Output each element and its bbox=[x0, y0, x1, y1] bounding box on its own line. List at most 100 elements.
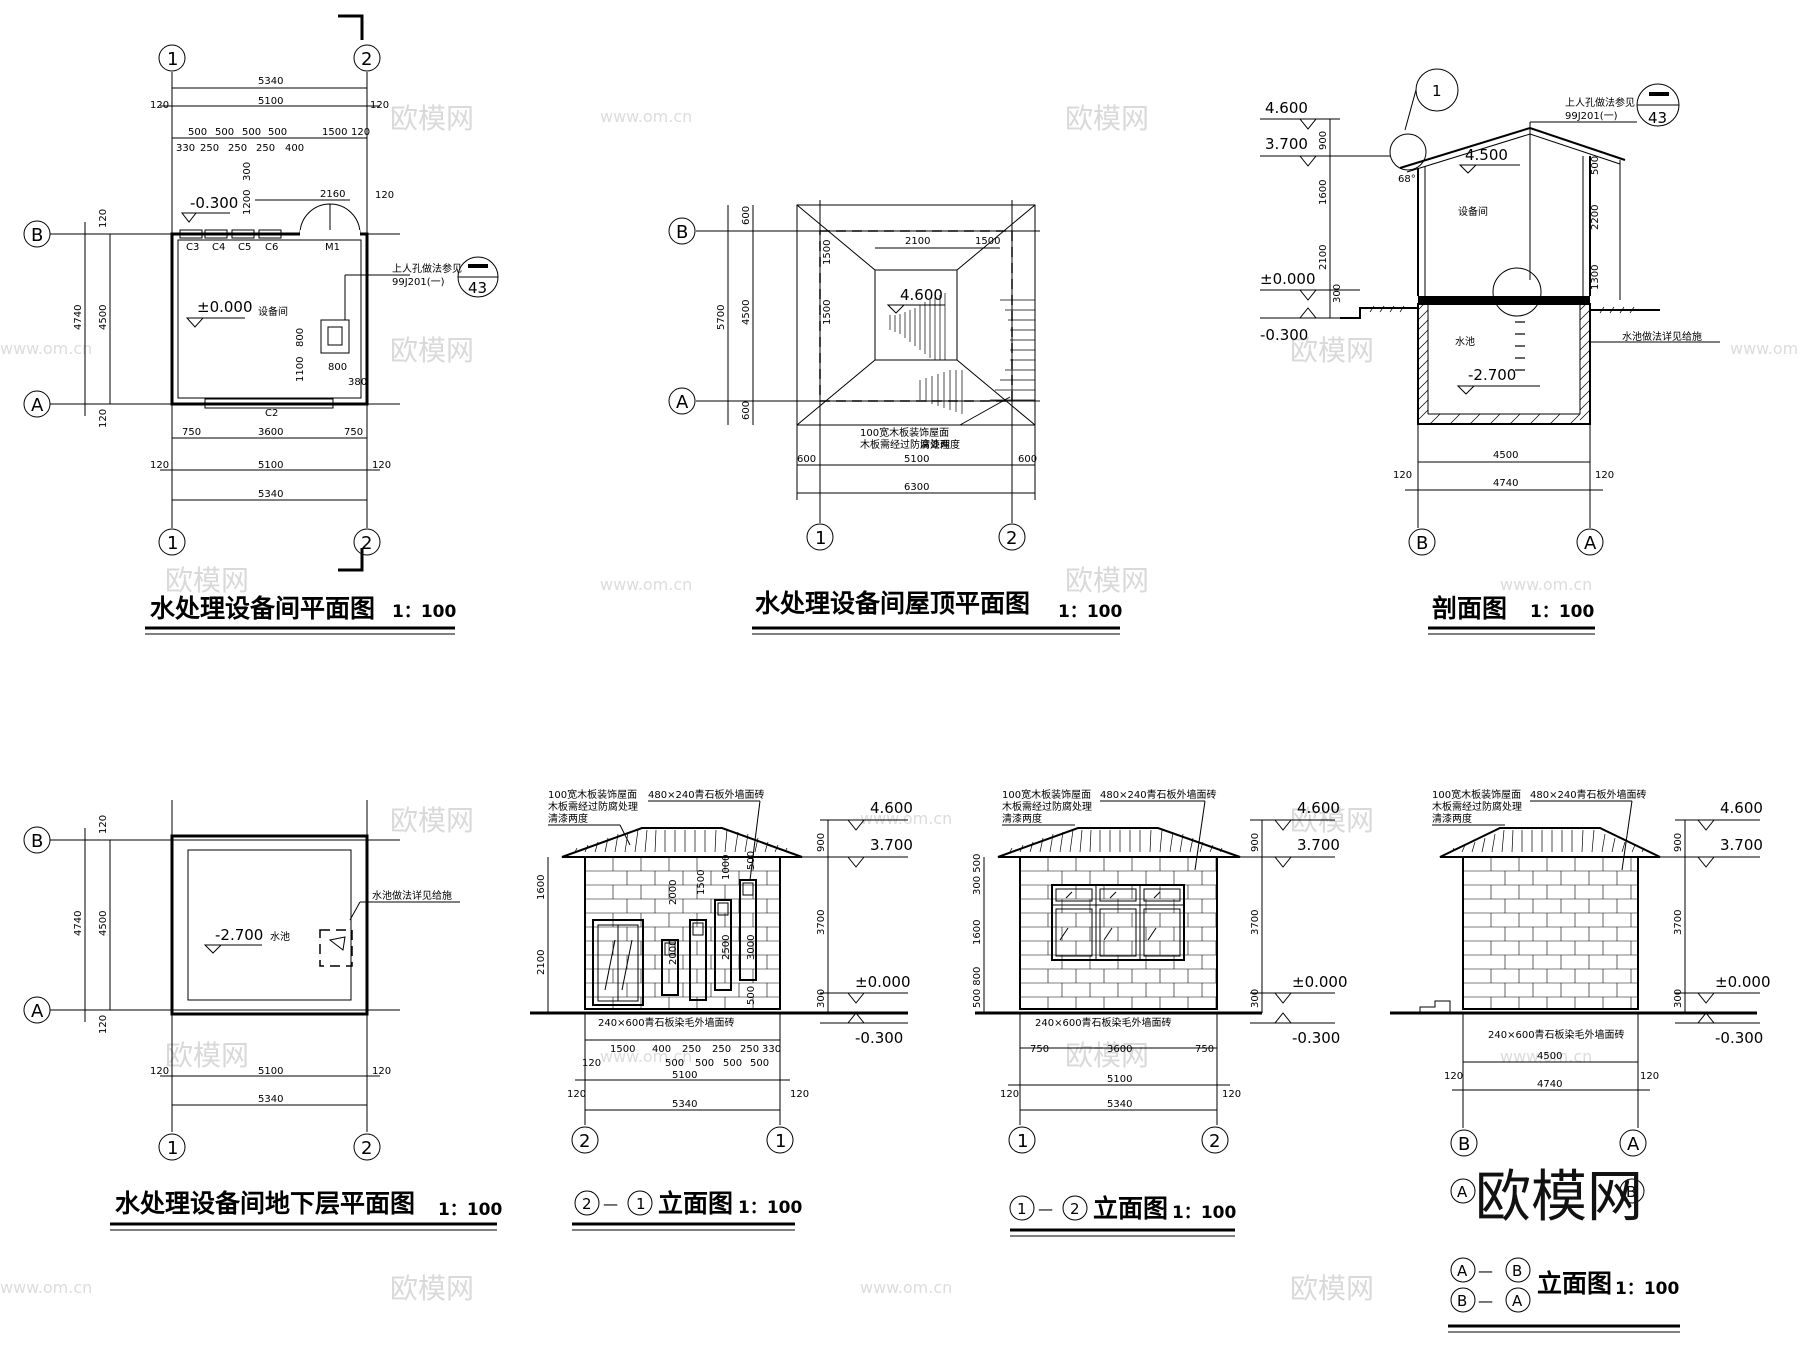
watermark-url: www.om.cn bbox=[860, 809, 952, 828]
dim: 4740 bbox=[73, 911, 84, 936]
dim: 500 bbox=[268, 127, 287, 138]
dim: 380 bbox=[348, 377, 367, 388]
axis-label: 2 bbox=[361, 533, 372, 554]
dim: 250 bbox=[740, 1044, 759, 1055]
dim: 120 bbox=[582, 1058, 601, 1069]
dim: 500 bbox=[242, 127, 261, 138]
window-tag: C4 bbox=[212, 242, 225, 253]
dim: 250 bbox=[712, 1044, 731, 1055]
note: 240×600青石板染毛外墙面砖 bbox=[1488, 1028, 1625, 1041]
level: 4.600 bbox=[1720, 799, 1763, 817]
level: 4.600 bbox=[1297, 799, 1340, 817]
axis-bubble-2 bbox=[571, 1126, 599, 1154]
dim: 900 bbox=[1673, 833, 1684, 852]
note: 480×240青石板外墙面砖 bbox=[1100, 788, 1217, 801]
floor-plan-drawing: 1 2 1 2 B A 5340 120 5100 120 500 500 50… bbox=[23, 14, 499, 635]
dim: 2100 bbox=[1318, 245, 1329, 270]
dim: 5100 bbox=[904, 454, 929, 465]
note: 清漆两度 bbox=[920, 438, 960, 451]
axis-label: A bbox=[31, 395, 44, 416]
level: ±0.000 bbox=[855, 973, 911, 991]
dim: 800 bbox=[295, 328, 306, 347]
level: -2.700 bbox=[1468, 366, 1516, 384]
dim: 120 bbox=[372, 1066, 391, 1077]
section-mark bbox=[338, 548, 364, 572]
dim: 3600 bbox=[258, 427, 283, 438]
axis-label: 2 bbox=[1006, 528, 1017, 549]
drawing-scale: 1：100 bbox=[1615, 1279, 1679, 1299]
dim: 3700 bbox=[816, 910, 827, 935]
drawing-title: 水处理设备间地下层平面图 bbox=[115, 1189, 415, 1218]
dim: 3000 bbox=[746, 935, 757, 960]
axis-bubble-B bbox=[1450, 1129, 1478, 1157]
dim: 120 bbox=[150, 100, 169, 111]
detail-index-number: 43 bbox=[1648, 109, 1667, 127]
dim: 900 bbox=[1318, 131, 1329, 150]
window-tag: C3 bbox=[186, 242, 199, 253]
pool-outline bbox=[170, 834, 369, 1016]
level: ±0.000 bbox=[1292, 973, 1348, 991]
dim: 500 bbox=[188, 127, 207, 138]
level: -0.300 bbox=[190, 194, 238, 212]
watermark-url: www.om.cn bbox=[1500, 1047, 1592, 1066]
level: 3.700 bbox=[1297, 836, 1340, 854]
axis-bubble-2 bbox=[998, 523, 1026, 551]
watermark-url: www.om.cn bbox=[1500, 575, 1592, 594]
room-label: 设备间 bbox=[258, 305, 288, 318]
drawing-title: 水处理设备间屋顶平面图 bbox=[755, 589, 1030, 618]
room-label: 水池 bbox=[270, 930, 290, 943]
axis-label: 1 bbox=[167, 49, 178, 70]
axis-bubble-2 bbox=[353, 1133, 381, 1161]
note: 木板需经过防腐处理 bbox=[548, 800, 638, 813]
dim: 2000 bbox=[668, 880, 679, 905]
elevation-A-B-drawing: 100宽木板装饰屋面 木板需经过防腐处理 清漆两度 480×240青石板外墙面砖… bbox=[1390, 788, 1771, 1333]
watermark-url: www.om.cn bbox=[0, 339, 92, 358]
dim: 120 bbox=[351, 127, 370, 138]
dim: 800 bbox=[328, 362, 347, 373]
dim: 120 bbox=[1000, 1089, 1019, 1100]
note: 清漆两度 bbox=[1432, 812, 1472, 825]
dim: 1500 bbox=[696, 870, 707, 895]
dim: 1600 bbox=[972, 920, 983, 945]
watermark-url: www.om.cn bbox=[1730, 339, 1800, 358]
note: 100宽木板装饰屋面 bbox=[548, 788, 637, 801]
dim: 500 bbox=[746, 986, 757, 1005]
dim: 4500 bbox=[98, 911, 109, 936]
note: 100宽木板装饰屋面 bbox=[860, 426, 949, 439]
axis-label: 1 bbox=[815, 528, 826, 549]
note: 99J201(一) bbox=[392, 277, 445, 288]
axis-label: B bbox=[31, 225, 43, 246]
dim: 120 bbox=[150, 460, 169, 471]
note: 水池做法详见给施 bbox=[372, 889, 452, 902]
dim: 600 bbox=[741, 206, 752, 225]
elevation-axis: 2 bbox=[1070, 1200, 1080, 1218]
drawing-title: 剖面图 bbox=[1432, 594, 1507, 623]
axis-bubble-B bbox=[668, 217, 696, 245]
drawing-title: 水处理设备间平面图 bbox=[150, 594, 375, 623]
window-tag: C6 bbox=[265, 242, 278, 253]
axis-label: B bbox=[31, 831, 43, 852]
note: 木板需经过防腐处理 bbox=[860, 438, 950, 451]
dim: 5340 bbox=[672, 1099, 697, 1110]
room-label: 设备间 bbox=[1458, 205, 1488, 218]
drawing-scale: 1：100 bbox=[392, 602, 456, 622]
window-tag: C5 bbox=[238, 242, 251, 253]
note: 240×600青石板染毛外墙面砖 bbox=[1035, 1016, 1172, 1029]
dim: 250 bbox=[682, 1044, 701, 1055]
watermark-url: www.om.cn bbox=[0, 1278, 92, 1297]
elevation-axis: 1 bbox=[636, 1195, 646, 1213]
axis-bubble-B bbox=[1408, 528, 1436, 556]
elevation-2-1-drawing: 100宽木板装饰屋面 木板需经过防腐处理 清漆两度 480×240青石板外墙面砖 bbox=[530, 788, 913, 1231]
dim: 2000 bbox=[668, 940, 679, 965]
watermark-url: www.om.cn bbox=[600, 107, 692, 126]
dim: 1300 bbox=[1590, 265, 1601, 290]
elevation-axis: A bbox=[1457, 1262, 1468, 1280]
drawing-title: 立面图 bbox=[658, 1189, 733, 1218]
axis-label: A bbox=[1627, 1134, 1640, 1155]
axis-bubble-2 bbox=[353, 528, 381, 556]
elevation-axis: A bbox=[1457, 1183, 1468, 1201]
roof-plan-drawing: B A 1 2 2100 1500 1500 1500 4.600 bbox=[668, 200, 1122, 635]
level: 4.600 bbox=[870, 799, 913, 817]
dim: 2160 bbox=[320, 189, 345, 200]
dim: 750 bbox=[182, 427, 201, 438]
